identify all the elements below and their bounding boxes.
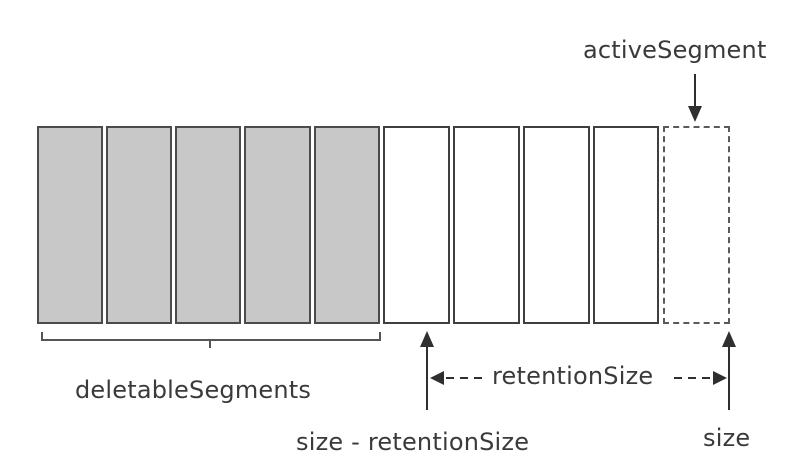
deletable-segments-brace bbox=[41, 332, 381, 348]
active-segment bbox=[663, 126, 730, 324]
deletable-segment bbox=[244, 126, 311, 324]
retained-segment bbox=[523, 126, 590, 324]
deletable-segment bbox=[175, 126, 241, 324]
size-label: size bbox=[703, 424, 751, 452]
retained-segment bbox=[593, 126, 659, 324]
size-arrow bbox=[722, 331, 736, 410]
deletable-segment bbox=[314, 126, 380, 324]
active-segment-arrow bbox=[688, 74, 702, 122]
retention-size-label: retentionSize bbox=[492, 362, 654, 390]
retained-segment bbox=[453, 126, 520, 324]
retained-segment bbox=[383, 126, 450, 324]
deletable-segment bbox=[37, 126, 103, 324]
deletable-segments-label: deletableSegments bbox=[75, 376, 312, 404]
size-minus-retention-arrow bbox=[420, 331, 434, 410]
size-minus-retention-label: size - retentionSize bbox=[296, 428, 530, 456]
deletable-segment bbox=[106, 126, 172, 324]
active-segment-label: activeSegment bbox=[583, 36, 767, 64]
